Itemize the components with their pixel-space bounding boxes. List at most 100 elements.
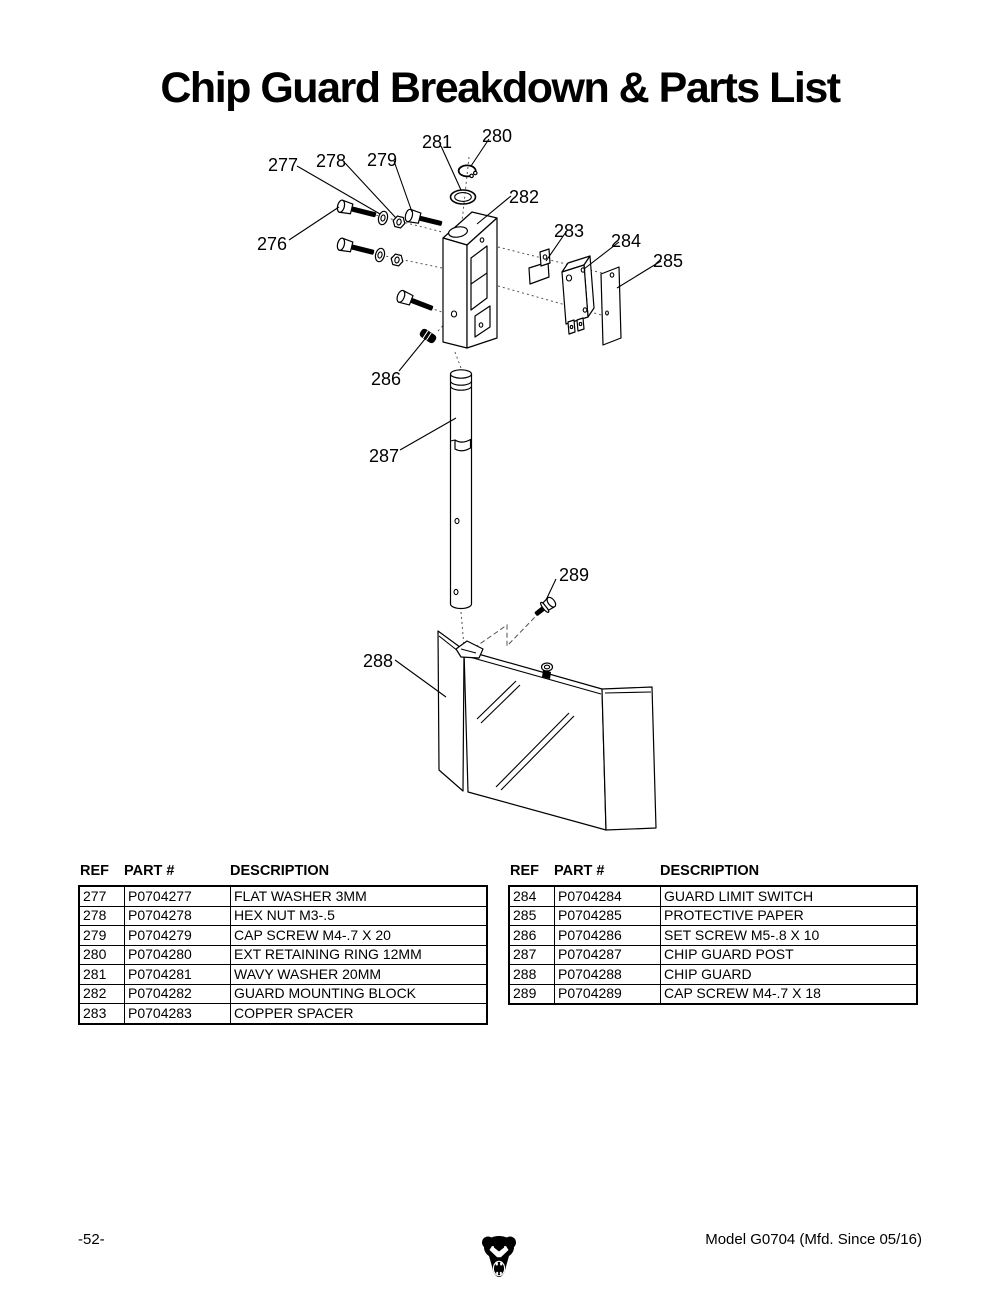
description-cell: CHIP GUARD — [660, 964, 918, 985]
table-row: 285 P0704285 PROTECTIVE PAPER — [508, 905, 918, 926]
header-part: PART # — [554, 863, 605, 879]
ref-cell: 280 — [78, 944, 125, 965]
header-description: DESCRIPTION — [660, 863, 760, 879]
part-flat-washer-middle — [374, 247, 386, 263]
ref-cell: 288 — [508, 964, 555, 985]
leader-lines — [288, 138, 662, 698]
ref-cell: 283 — [78, 1003, 125, 1024]
callout-288: 288 — [363, 651, 393, 671]
part-285-protective-paper — [600, 266, 622, 346]
header-description: DESCRIPTION — [230, 863, 330, 879]
callout-278: 278 — [316, 151, 346, 171]
part-cell: P0704286 — [554, 925, 661, 946]
table-row: 279 P0704279 CAP SCREW M4-.7 X 20 — [78, 925, 488, 946]
grizzly-bear-icon — [482, 1236, 516, 1277]
part-276-cap-screw — [336, 199, 377, 218]
description-cell: FLAT WASHER 3MM — [230, 885, 488, 907]
part-cell: P0704288 — [554, 964, 661, 985]
description-cell: PROTECTIVE PAPER — [660, 905, 918, 926]
table-row: 289 P0704289 CAP SCREW M4-.7 X 18 — [508, 983, 918, 1005]
exploded-diagram: 276 277 278 279 280 281 282 283 284 285 … — [257, 126, 683, 831]
callout-284: 284 — [611, 231, 641, 251]
part-281-wavy-washer — [449, 189, 477, 205]
description-cell: SET SCREW M5-.8 X 10 — [660, 925, 918, 946]
description-cell: EXT RETAINING RING 12MM — [230, 944, 488, 965]
callout-labels: 276 277 278 279 280 281 282 283 284 285 … — [257, 126, 683, 671]
part-cell: P0704284 — [554, 885, 661, 907]
part-277-flat-washer — [377, 210, 389, 226]
part-cap-screw-lower — [396, 289, 434, 311]
description-cell: GUARD LIMIT SWITCH — [660, 885, 918, 907]
description-cell: CAP SCREW M4-.7 X 20 — [230, 925, 488, 946]
callout-279: 279 — [367, 150, 397, 170]
table-row: 288 P0704288 CHIP GUARD — [508, 964, 918, 985]
ref-cell: 282 — [78, 983, 125, 1004]
part-cell: P0704280 — [124, 944, 231, 965]
table-row: 280 P0704280 EXT RETAINING RING 12MM — [78, 944, 488, 965]
part-288-chip-guard — [437, 630, 657, 831]
part-cell: P0704283 — [124, 1003, 231, 1024]
description-cell: CAP SCREW M4-.7 X 18 — [660, 983, 918, 1005]
part-278-hex-nut — [392, 215, 406, 229]
part-cell: P0704277 — [124, 885, 231, 907]
callout-286: 286 — [371, 369, 401, 389]
part-286-set-screw — [419, 328, 437, 344]
ref-cell: 286 — [508, 925, 555, 946]
part-cap-screw-middle — [336, 237, 375, 255]
callout-276: 276 — [257, 234, 287, 254]
ref-cell: 284 — [508, 885, 555, 907]
part-cell: P0704287 — [554, 944, 661, 965]
description-cell: CHIP GUARD POST — [660, 944, 918, 965]
callout-283: 283 — [554, 221, 584, 241]
parts-table-right: 284 P0704284 GUARD LIMIT SWITCH 285 P070… — [508, 885, 918, 1005]
page-title: Chip Guard Breakdown & Parts List — [160, 64, 841, 112]
parts-table-right-header: REF PART # DESCRIPTION — [508, 862, 913, 880]
part-cell: P0704289 — [554, 983, 661, 1005]
part-hex-nut-middle — [390, 253, 404, 267]
table-row: 286 P0704286 SET SCREW M5-.8 X 10 — [508, 925, 918, 946]
part-283-copper-spacer — [528, 248, 551, 285]
ref-cell: 287 — [508, 944, 555, 965]
table-row: 282 P0704282 GUARD MOUNTING BLOCK — [78, 983, 488, 1004]
table-row: 281 P0704281 WAVY WASHER 20MM — [78, 964, 488, 985]
part-287-chip-guard-post — [449, 369, 473, 610]
ref-cell: 289 — [508, 983, 555, 1005]
page-number: -52- — [78, 1231, 105, 1248]
table-row: 287 P0704287 CHIP GUARD POST — [508, 944, 918, 965]
model-label: Model G0704 (Mfd. Since 05/16) — [705, 1231, 922, 1248]
ref-cell: 281 — [78, 964, 125, 985]
table-row: 278 P0704278 HEX NUT M3-.5 — [78, 905, 488, 926]
pivot-screw — [540, 662, 554, 679]
callout-282: 282 — [509, 187, 539, 207]
ref-cell: 278 — [78, 905, 125, 926]
header-ref: REF — [510, 863, 539, 879]
header-part: PART # — [124, 863, 175, 879]
description-cell: HEX NUT M3-.5 — [230, 905, 488, 926]
table-row: 283 P0704283 COPPER SPACER — [78, 1003, 488, 1024]
header-ref: REF — [80, 863, 109, 879]
table-row: 277 P0704277 FLAT WASHER 3MM — [78, 885, 488, 907]
ref-cell: 285 — [508, 905, 555, 926]
callout-287: 287 — [369, 446, 399, 466]
callout-277: 277 — [268, 155, 298, 175]
callout-289: 289 — [559, 565, 589, 585]
part-cell: P0704278 — [124, 905, 231, 926]
part-282-mounting-block — [442, 211, 498, 349]
part-cell: P0704282 — [124, 983, 231, 1004]
description-cell: WAVY WASHER 20MM — [230, 964, 488, 985]
part-284-limit-switch — [561, 255, 595, 335]
table-row: 284 P0704284 GUARD LIMIT SWITCH — [508, 885, 918, 907]
part-cell: P0704285 — [554, 905, 661, 926]
post-clamp-bracket — [455, 640, 484, 659]
description-cell: COPPER SPACER — [230, 1003, 488, 1024]
parts-table-left: 277 P0704277 FLAT WASHER 3MM 278 P070427… — [78, 885, 488, 1025]
part-cell: P0704279 — [124, 925, 231, 946]
ref-cell: 279 — [78, 925, 125, 946]
ref-cell: 277 — [78, 885, 125, 907]
callout-281: 281 — [422, 132, 452, 152]
part-289-cap-screw — [534, 596, 557, 616]
part-279-cap-screw — [404, 208, 443, 226]
description-cell: GUARD MOUNTING BLOCK — [230, 983, 488, 1004]
parts-table-left-header: REF PART # DESCRIPTION — [78, 862, 483, 880]
part-cell: P0704281 — [124, 964, 231, 985]
